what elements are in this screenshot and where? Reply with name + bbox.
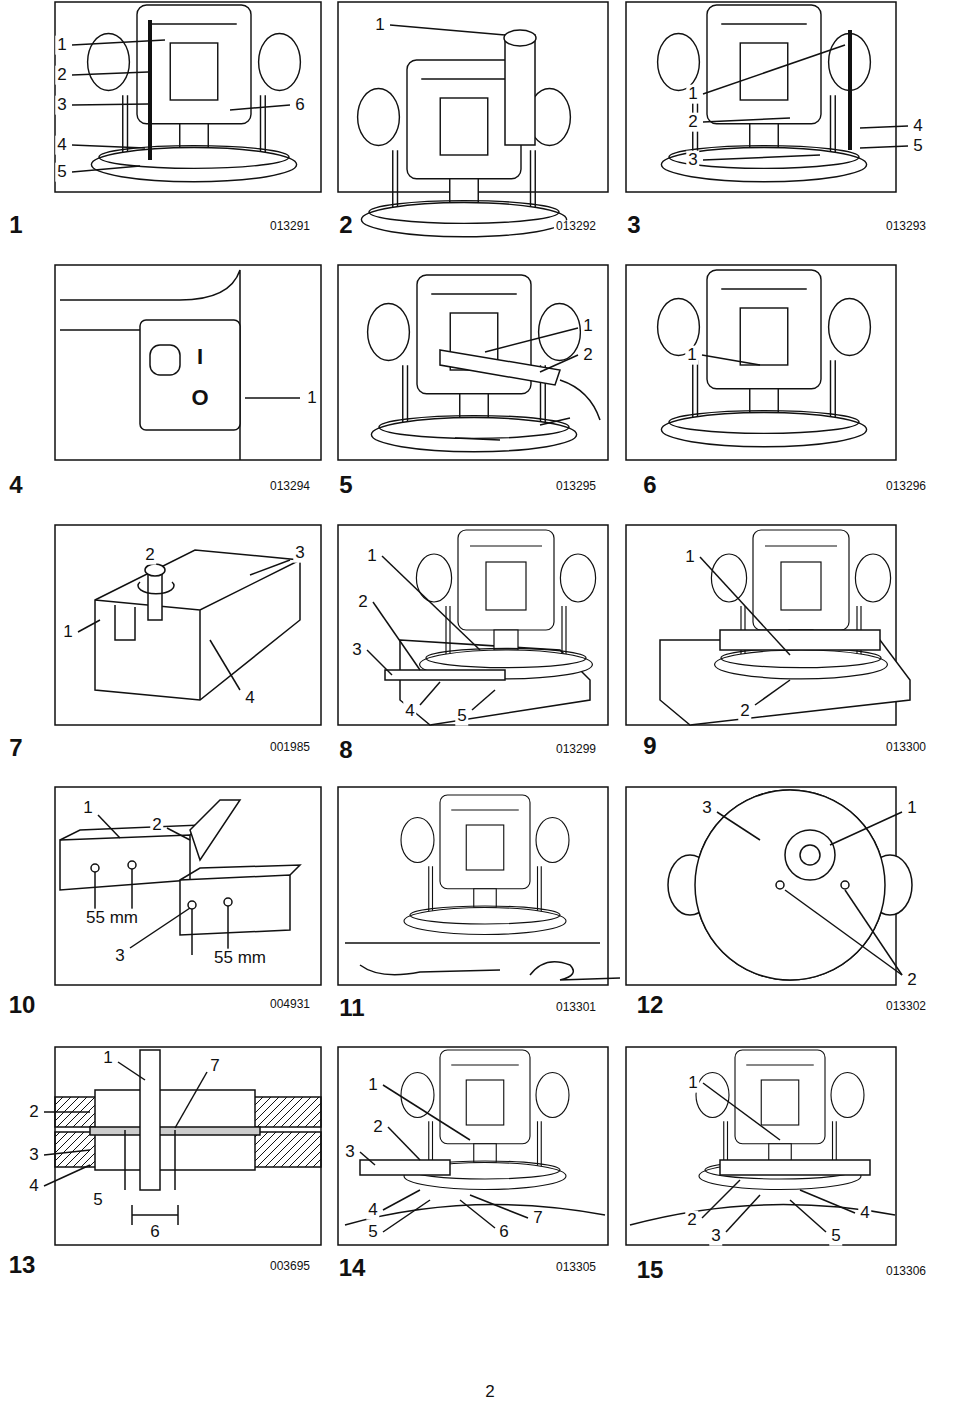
callout-number: 1 bbox=[101, 1049, 114, 1068]
callout-number: 1 bbox=[686, 85, 699, 104]
figure-code: 013306 bbox=[884, 1265, 928, 1278]
figure-number: 14 bbox=[337, 1255, 368, 1281]
callout-number: 4 bbox=[403, 702, 416, 721]
callout-number: 1 bbox=[365, 547, 378, 566]
callout-number: 2 bbox=[356, 593, 369, 612]
callout-number: 3 bbox=[700, 799, 713, 818]
callout-number: 2 bbox=[581, 346, 594, 365]
figure-number: 9 bbox=[641, 733, 658, 759]
callout-number: 2 bbox=[27, 1103, 40, 1122]
callout-number: 1 bbox=[81, 799, 94, 818]
figure-code: 013305 bbox=[554, 1261, 598, 1274]
figure-code: 013291 bbox=[268, 220, 312, 233]
callout-number: 7 bbox=[531, 1209, 544, 1228]
panel-frames bbox=[55, 2, 896, 1245]
figure-code: 013302 bbox=[884, 1000, 928, 1013]
figure-number: 13 bbox=[7, 1252, 38, 1278]
callout-number: 1 bbox=[305, 389, 318, 408]
figure-number: 6 bbox=[641, 472, 658, 498]
callout-number: 6 bbox=[148, 1223, 161, 1242]
callout-number: 2 bbox=[143, 546, 156, 565]
callout-number: 2 bbox=[371, 1118, 384, 1137]
callout-number: 7 bbox=[208, 1057, 221, 1076]
figure-number: 2 bbox=[337, 212, 354, 238]
callout-number: 1 bbox=[905, 799, 918, 818]
figure-code: 003695 bbox=[268, 1260, 312, 1273]
callout-number: 5 bbox=[911, 137, 924, 156]
figure-code: 013301 bbox=[554, 1001, 598, 1014]
figure-number: 15 bbox=[635, 1257, 666, 1283]
figure-code: 013292 bbox=[554, 220, 598, 233]
figure-code: 004931 bbox=[268, 998, 312, 1011]
callout-number: 5 bbox=[91, 1191, 104, 1210]
callout-number: 3 bbox=[686, 151, 699, 170]
figure-code: 013293 bbox=[884, 220, 928, 233]
figure-number: 5 bbox=[337, 472, 354, 498]
figure-number: 4 bbox=[7, 472, 24, 498]
callout-number: 4 bbox=[366, 1201, 379, 1220]
callout-number: 2 bbox=[905, 971, 918, 990]
callout-number: 4 bbox=[55, 136, 68, 155]
callout-number: 1 bbox=[61, 623, 74, 642]
callout-number: 6 bbox=[293, 96, 306, 115]
figure-code: 013300 bbox=[884, 741, 928, 754]
figure-number: 1 bbox=[7, 212, 24, 238]
callout-number: 1 bbox=[683, 548, 696, 567]
figure-code: 013296 bbox=[884, 480, 928, 493]
figure-number: 8 bbox=[337, 737, 354, 763]
callout-number: 3 bbox=[293, 544, 306, 563]
callout-number: 55 mm bbox=[212, 949, 268, 968]
callout-number: 3 bbox=[343, 1143, 356, 1162]
callout-number: 6 bbox=[497, 1223, 510, 1242]
callout-number: 5 bbox=[55, 163, 68, 182]
page-number: 2 bbox=[483, 1383, 496, 1402]
callout-number: 4 bbox=[858, 1204, 871, 1223]
figure-code: 001985 bbox=[268, 741, 312, 754]
callout-number: 2 bbox=[738, 702, 751, 721]
callout-number: 3 bbox=[27, 1146, 40, 1165]
callout-number: 3 bbox=[55, 96, 68, 115]
callout-number: 1 bbox=[366, 1076, 379, 1095]
figure-number: 7 bbox=[7, 735, 24, 761]
figure-code: 013294 bbox=[268, 480, 312, 493]
figure-number: 12 bbox=[635, 992, 666, 1018]
callout-number: 3 bbox=[113, 947, 126, 966]
switch-marking: I bbox=[195, 345, 205, 369]
figure-number: 3 bbox=[625, 212, 642, 238]
callout-number: 1 bbox=[55, 36, 68, 55]
figure-number: 10 bbox=[7, 992, 38, 1018]
callout-number: 3 bbox=[350, 641, 363, 660]
callout-number: 2 bbox=[55, 66, 68, 85]
callout-number: 5 bbox=[829, 1227, 842, 1246]
callout-number: 1 bbox=[686, 1074, 699, 1093]
figure-code: 013295 bbox=[554, 480, 598, 493]
callout-number: 4 bbox=[911, 117, 924, 136]
callout-number: 4 bbox=[243, 689, 256, 708]
callout-number: 2 bbox=[685, 1211, 698, 1230]
callout-number: 1 bbox=[373, 16, 386, 35]
switch-marking: O bbox=[189, 386, 210, 410]
callout-number: 5 bbox=[366, 1223, 379, 1242]
callout-number: 1 bbox=[581, 317, 594, 336]
callout-number: 5 bbox=[455, 707, 468, 726]
figure-number: 11 bbox=[337, 995, 366, 1021]
callout-number: 1 bbox=[685, 346, 698, 365]
callout-number: 4 bbox=[27, 1177, 40, 1196]
callout-number: 2 bbox=[150, 816, 163, 835]
figure-code: 013299 bbox=[554, 743, 598, 756]
callout-number: 2 bbox=[686, 113, 699, 132]
callout-number: 3 bbox=[709, 1227, 722, 1246]
callout-number: 55 mm bbox=[84, 909, 140, 928]
